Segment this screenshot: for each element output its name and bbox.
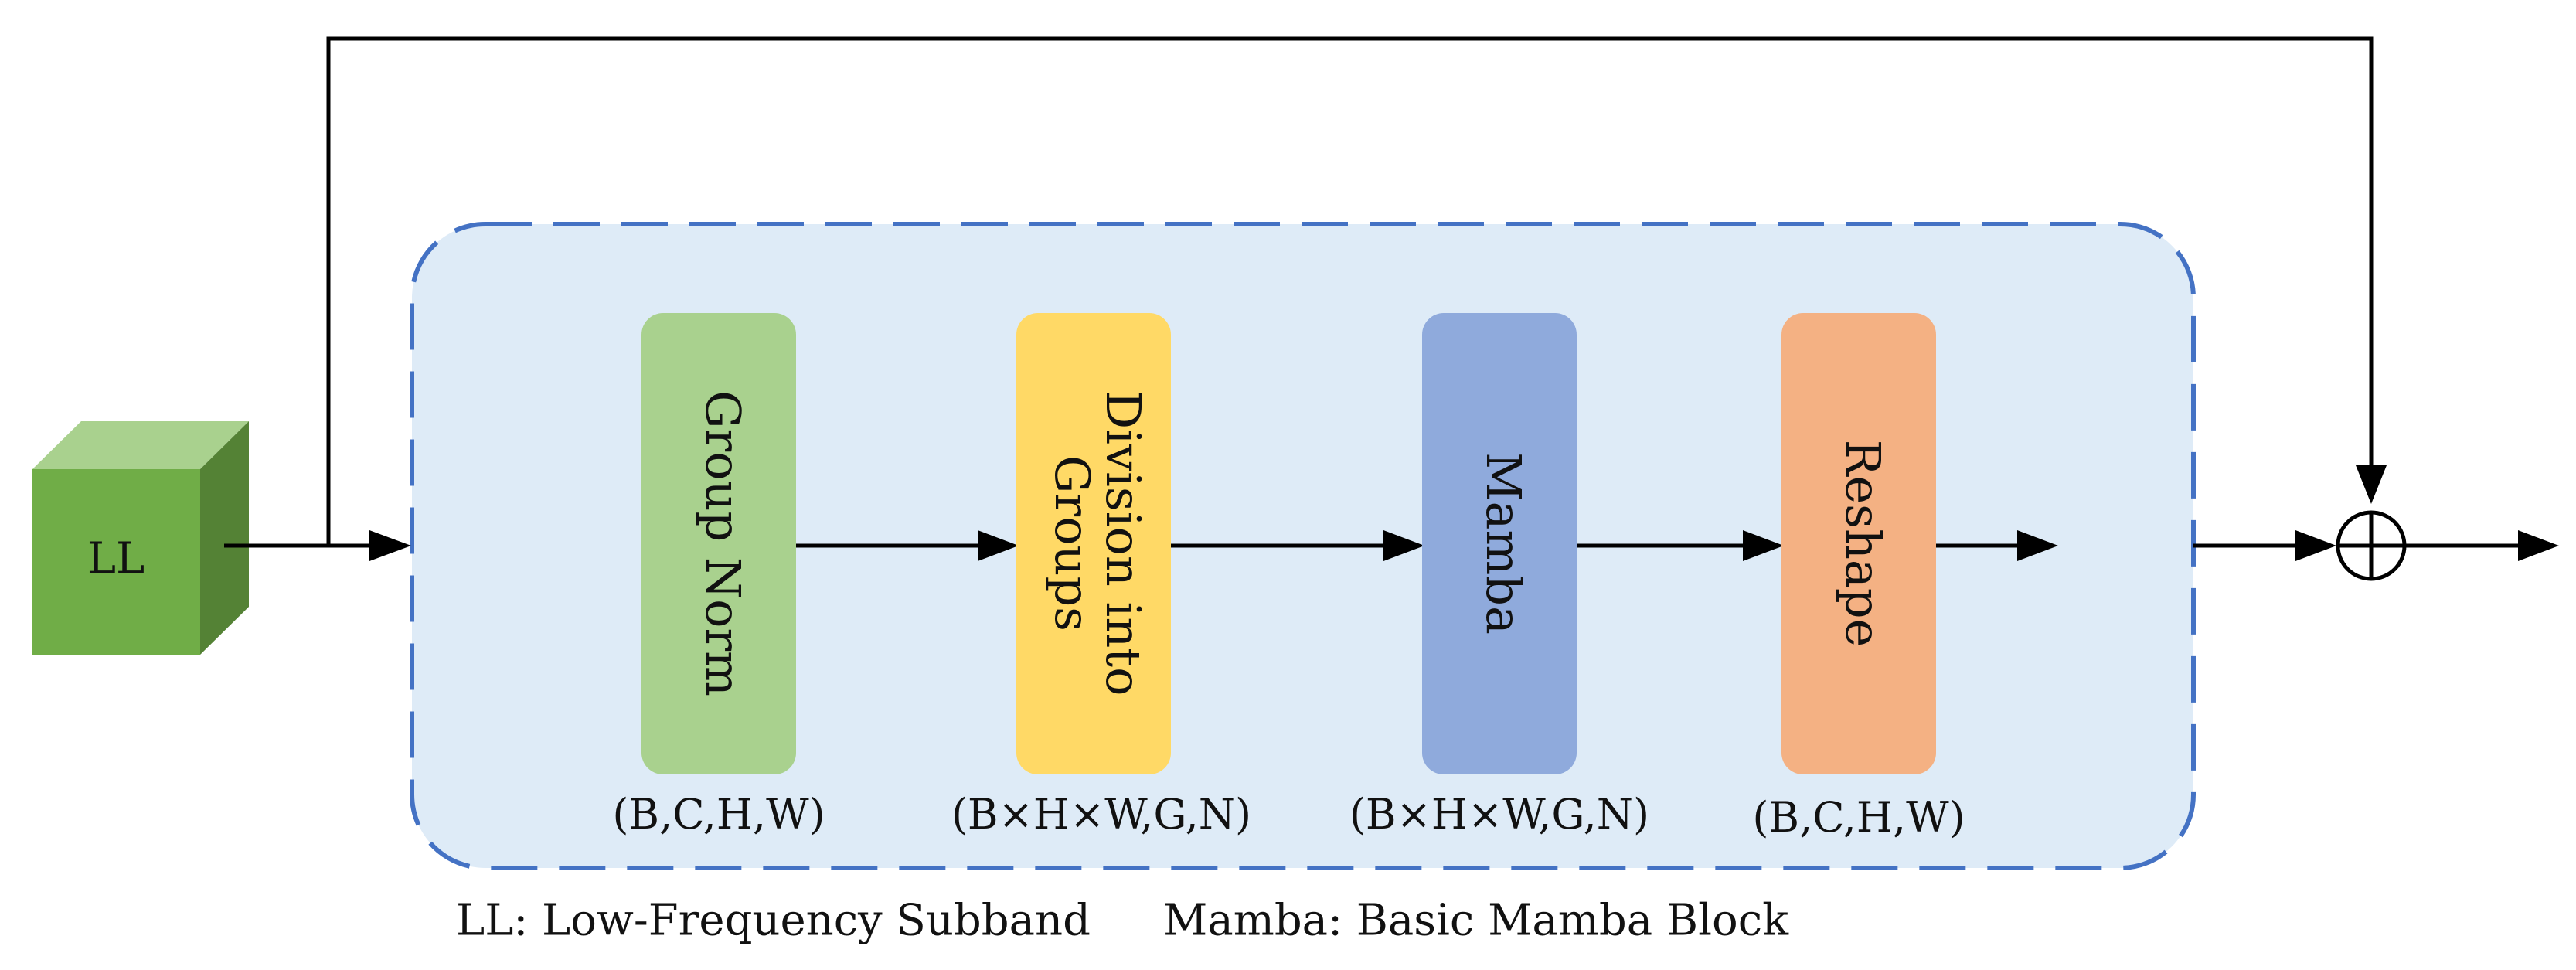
mamba-block [1422,313,1577,774]
element-wise-sum-icon [2336,510,2407,581]
skip-connection-line [326,36,2374,546]
cube-front-face [32,469,200,655]
group-norm-dims: (B,C,H,W) [612,790,825,839]
cube-top-face [32,421,249,469]
division-into-groups-block [1016,313,1171,774]
input-cube: LL [32,421,249,655]
mamba-label: Mamba [1475,452,1532,635]
division-dims: (B×H×W,G,N) [951,790,1251,839]
skip-arrowhead [2356,465,2387,504]
input-label: LL [87,534,145,584]
cube-side-face [200,421,249,655]
reshape-label: Reshape [1835,440,1891,647]
mamba-dims: (B×H×W,G,N) [1349,790,1649,839]
arrowhead-3 [1743,530,1784,561]
arrowhead-4 [2017,530,2058,561]
legend-mamba: Mamba: Basic Mamba Block [1163,896,1789,946]
arrowhead-2 [1383,530,1424,561]
reshape-block [1781,313,1936,774]
arrowhead-5 [2295,530,2336,561]
arrowhead-1 [978,530,1019,561]
group-norm-block [641,313,796,774]
division-label-line1: Division into [1095,390,1152,696]
arrowhead-output [2518,530,2559,561]
group-norm-label: Group Norm [695,390,751,696]
arrowhead-input [369,530,411,561]
legend-ll: LL: Low-Frequency Subband [456,896,1091,946]
division-label-line2: Groups [1044,455,1101,631]
reshape-dims: (B,C,H,W) [1752,793,1965,842]
